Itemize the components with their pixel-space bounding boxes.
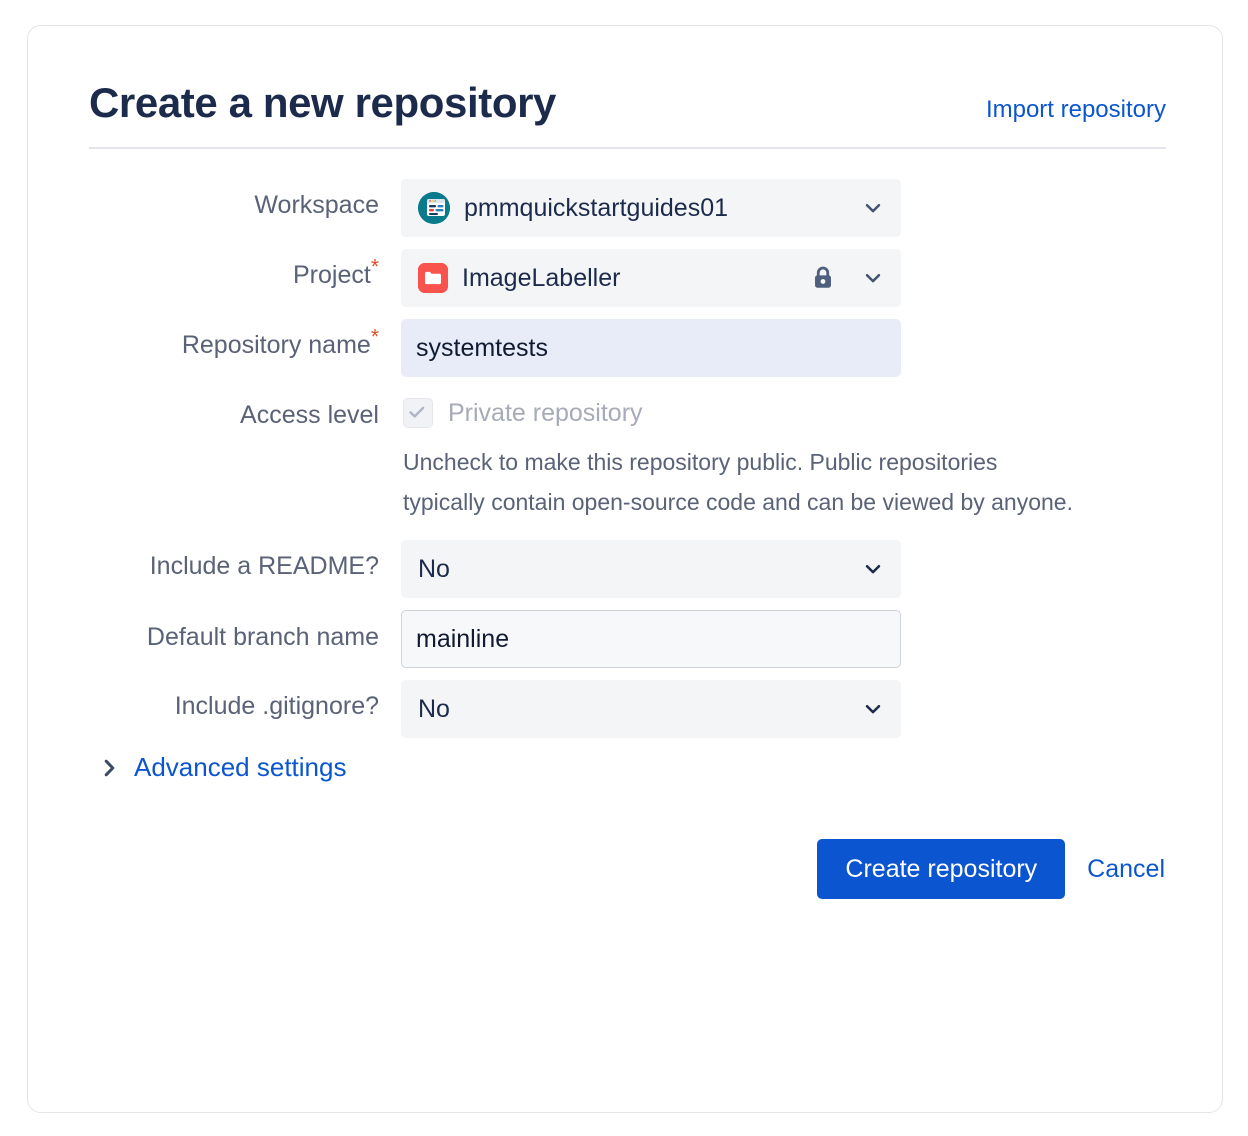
project-label: Project* xyxy=(89,249,401,291)
card-header: Create a new repository Import repositor… xyxy=(89,79,1166,150)
chevron-down-icon xyxy=(865,204,881,213)
repository-name-label: Repository name* xyxy=(89,319,401,361)
private-repository-label: Private repository xyxy=(448,398,643,427)
default-branch-input[interactable] xyxy=(401,610,901,669)
include-gitignore-value: No xyxy=(418,694,450,723)
project-label-text: Project xyxy=(293,261,371,290)
form-actions: Create repository Cancel xyxy=(89,839,1166,900)
field-row-workspace: Workspace xyxy=(89,179,1166,238)
create-repository-card: Create a new repository Import repositor… xyxy=(27,25,1223,1113)
page-title: Create a new repository xyxy=(89,79,556,126)
default-branch-label: Default branch name xyxy=(146,623,379,652)
private-repository-checkbox[interactable] xyxy=(403,398,433,429)
card-content: Create a new repository Import repositor… xyxy=(89,79,1166,900)
chevron-down-icon xyxy=(865,705,881,714)
field-row-project: Project* ImageLabeller xyxy=(89,249,1166,308)
workspace-avatar-icon xyxy=(418,192,450,225)
create-repository-form: Workspace xyxy=(89,179,1166,900)
private-repository-checkbox-row[interactable]: Private repository xyxy=(401,389,1166,437)
repository-name-label-text: Repository name xyxy=(181,331,371,360)
include-gitignore-select[interactable]: No xyxy=(401,680,901,739)
field-row-repository-name: Repository name* xyxy=(89,319,1166,378)
access-level-control: Private repository Uncheck to make this … xyxy=(401,389,1166,528)
project-folder-icon xyxy=(418,263,448,294)
chevron-down-icon xyxy=(865,274,881,283)
workspace-value: pmmquickstartguides01 xyxy=(464,193,729,222)
include-readme-control: No xyxy=(401,540,1166,599)
repository-name-control xyxy=(401,319,1166,378)
access-level-label: Access level xyxy=(240,401,379,430)
field-row-include-gitignore: Include .gitignore? No xyxy=(89,680,1166,739)
include-readme-select[interactable]: No xyxy=(401,540,901,599)
workspace-select[interactable]: pmmquickstartguides01 xyxy=(401,179,901,238)
repository-name-input[interactable] xyxy=(401,319,901,378)
include-readme-label: Include a README? xyxy=(149,552,379,581)
project-control: ImageLabeller xyxy=(401,249,1166,308)
include-gitignore-control: No xyxy=(401,680,1166,739)
field-row-access-level: Access level Private repository Uncheck … xyxy=(89,389,1166,528)
create-repository-button[interactable]: Create repository xyxy=(817,839,1066,900)
field-row-include-readme: Include a README? No xyxy=(89,540,1166,599)
chevron-right-icon xyxy=(104,759,115,777)
check-icon xyxy=(409,406,425,418)
import-repository-link[interactable]: Import repository xyxy=(985,96,1166,123)
advanced-settings-toggle[interactable]: Advanced settings xyxy=(89,752,1166,783)
project-value: ImageLabeller xyxy=(462,263,621,292)
access-level-help-text: Uncheck to make this repository public. … xyxy=(403,449,1073,515)
cancel-button[interactable]: Cancel xyxy=(1087,854,1165,883)
workspace-label: Workspace xyxy=(254,191,379,220)
project-required-mark: * xyxy=(370,255,379,279)
repository-name-required-mark: * xyxy=(370,325,379,349)
default-branch-control xyxy=(401,610,1166,669)
workspace-control: pmmquickstartguides01 xyxy=(401,179,1166,238)
project-select[interactable]: ImageLabeller xyxy=(401,249,901,308)
include-gitignore-label: Include .gitignore? xyxy=(174,692,379,721)
advanced-settings-link[interactable]: Advanced settings xyxy=(134,752,347,783)
include-readme-value: No xyxy=(418,554,450,583)
chevron-down-icon xyxy=(865,565,881,574)
lock-icon xyxy=(815,266,831,288)
field-row-default-branch: Default branch name xyxy=(89,610,1166,669)
